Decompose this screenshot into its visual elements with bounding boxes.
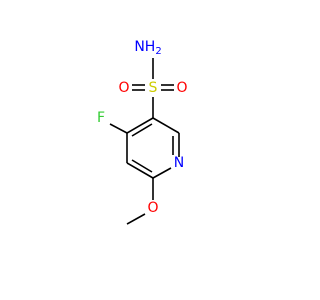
atom-ether-oxygen: O — [147, 200, 158, 216]
atom-oxygen-left: O — [118, 80, 129, 96]
bond-c5-c6 — [126, 162, 154, 179]
bond-c2-c3 — [152, 117, 180, 134]
atom-oxygen-right: O — [176, 80, 187, 96]
atom-nh2-subscript: 2 — [155, 46, 161, 57]
bonds — [109, 58, 180, 225]
bond-c4-f — [109, 123, 128, 134]
atom-nh2-main: NH — [134, 39, 155, 55]
bond-c6-n1 — [152, 167, 172, 179]
atom-fluorine: F — [97, 110, 105, 126]
atom-labels: NH2 S O O F N O — [97, 39, 188, 216]
bond-c3-c4-inner — [131, 123, 153, 137]
bond-o-ch3 — [126, 213, 146, 225]
molecule-structure: NH2 S O O F N O — [97, 39, 188, 225]
atom-sulfur: S — [149, 80, 158, 96]
bond-c5-c6-inner — [131, 159, 153, 173]
bond-c3-c4 — [126, 117, 154, 134]
molecule-diagram: NH2 S O O F N O — [97, 39, 188, 225]
atom-nh2: NH2 — [134, 39, 161, 57]
atom-ring-nitrogen: N — [174, 155, 184, 171]
